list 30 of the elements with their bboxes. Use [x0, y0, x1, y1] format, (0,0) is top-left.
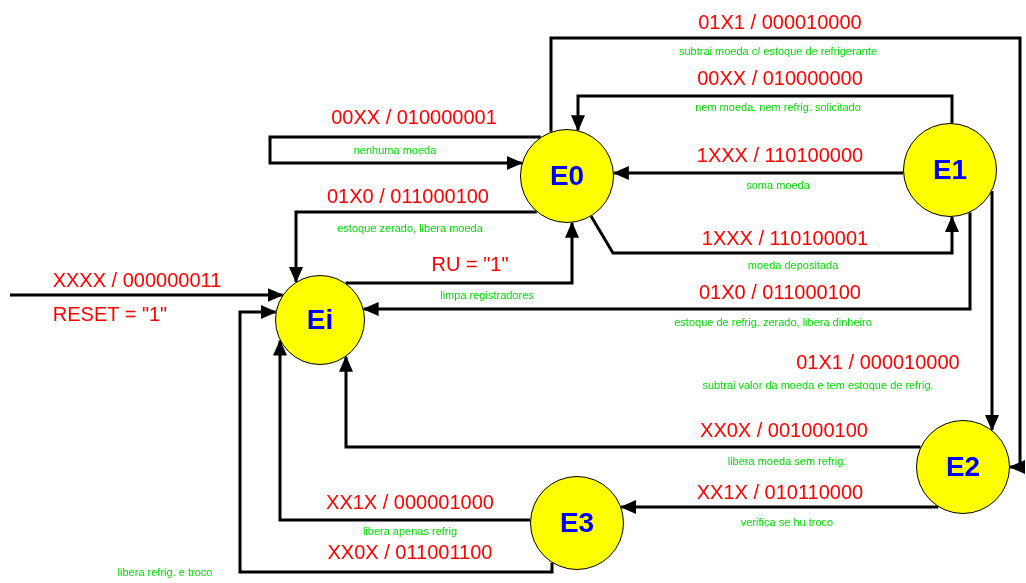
arrow	[620, 500, 939, 514]
arrow	[549, 36, 1025, 474]
transition-note: estoque zerado, libera moeda	[337, 221, 483, 235]
transition-note: nenhuma moeda	[353, 143, 437, 157]
state-label: E2	[945, 453, 981, 481]
arrow	[985, 191, 999, 431]
arrow	[273, 339, 531, 522]
transition-note: libera refrig. e troco	[117, 565, 213, 579]
arrow	[268, 135, 541, 170]
transition-note: libera moeda sem refrig.	[727, 454, 847, 468]
transition-note: verifica se hu troco	[740, 515, 834, 529]
state-label: E3	[559, 509, 595, 537]
arrow	[589, 215, 959, 255]
state-label: Ei	[306, 306, 334, 334]
transition-note: nem moeda, nem refrig. solicitado	[695, 100, 861, 114]
arrow	[289, 210, 537, 283]
arrow	[339, 355, 921, 449]
state-label: E0	[549, 162, 585, 190]
transition-note: moeda depositada	[747, 258, 839, 272]
state-label: E1	[932, 156, 968, 184]
arrow	[238, 305, 554, 574]
arrow	[345, 221, 579, 285]
transition-note: subtrai moeda c/ estoque de refrigerante	[678, 44, 878, 58]
transition-note: libera apenas refrig	[362, 524, 458, 538]
arrow	[10, 288, 284, 302]
transition-note: soma moeda	[746, 178, 810, 192]
arrow	[612, 166, 904, 180]
transition-note: subtrai valor da moeda e tem estoque de refrig.	[702, 378, 934, 392]
transition-note: limpa registradores	[440, 288, 534, 302]
transition-note: estoque de refrig. zerado, libera dinheiro	[674, 315, 872, 329]
